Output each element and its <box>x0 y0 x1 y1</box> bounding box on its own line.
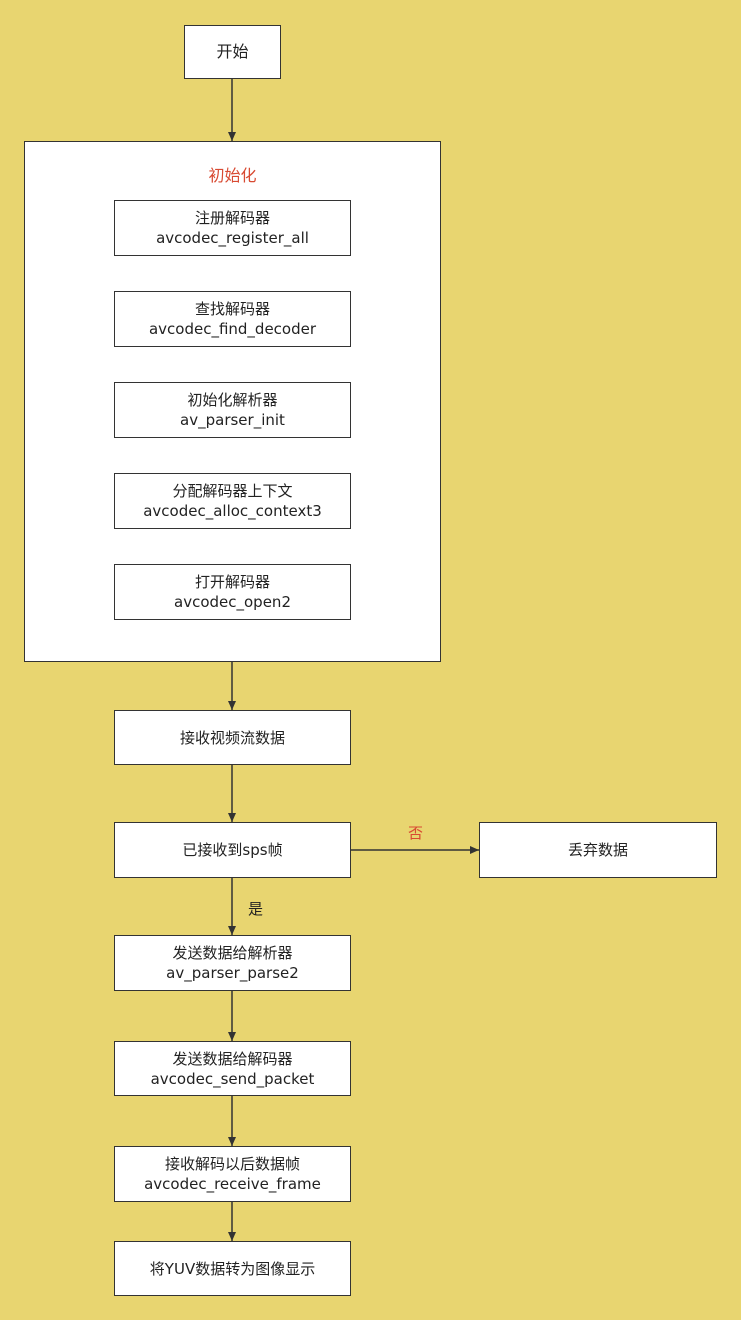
init-group-title: 初始化 <box>208 166 257 185</box>
step-title: 初始化解析器 <box>187 391 278 409</box>
step-send-to-decoder: 发送数据给解码器 avcodec_send_packet <box>114 1041 351 1096</box>
step-function: av_parser_parse2 <box>166 964 299 982</box>
step-find-decoder: 查找解码器 avcodec_find_decoder <box>114 291 351 347</box>
step-title: 查找解码器 <box>194 300 270 318</box>
receive-stream-node: 接收视频流数据 <box>114 710 351 765</box>
step-title: 打开解码器 <box>194 573 270 591</box>
step-register-decoder: 注册解码器 avcodec_register_all <box>114 200 351 256</box>
step-title: 分配解码器上下文 <box>172 482 293 500</box>
step-title: 注册解码器 <box>194 209 270 227</box>
step-title: 接收解码以后数据帧 <box>164 1155 300 1173</box>
step-function: avcodec_alloc_context3 <box>143 502 322 520</box>
start-label: 开始 <box>216 42 249 61</box>
step-function: avcodec_send_packet <box>150 1069 315 1088</box>
edge-label-yes: 是 <box>248 900 264 918</box>
step-alloc-context: 分配解码器上下文 avcodec_alloc_context3 <box>114 473 351 529</box>
step-open-decoder: 打开解码器 avcodec_open2 <box>114 564 351 620</box>
decision-sps-node: 已接收到sps帧 <box>114 822 351 878</box>
edge-label-no: 否 <box>408 824 424 842</box>
step-title: 发送数据给解析器 <box>172 944 293 962</box>
step-receive-frame: 接收解码以后数据帧 avcodec_receive_frame <box>114 1146 351 1202</box>
step-function: avcodec_open2 <box>174 593 291 611</box>
step-init-parser: 初始化解析器 av_parser_init <box>114 382 351 438</box>
discard-node: 丢弃数据 <box>479 822 717 878</box>
receive-stream-label: 接收视频流数据 <box>179 728 285 747</box>
final-label: 将YUV数据转为图像显示 <box>149 1259 316 1278</box>
step-function: av_parser_init <box>180 411 285 429</box>
step-function: avcodec_receive_frame <box>144 1175 321 1193</box>
step-title: 发送数据给解码器 <box>172 1049 293 1068</box>
step-function: avcodec_find_decoder <box>148 320 317 338</box>
final-node: 将YUV数据转为图像显示 <box>114 1241 351 1296</box>
step-send-to-parser: 发送数据给解析器 av_parser_parse2 <box>114 935 351 991</box>
discard-label: 丢弃数据 <box>567 841 628 859</box>
decision-label: 已接收到sps帧 <box>182 841 283 859</box>
step-function: avcodec_register_all <box>156 229 309 247</box>
start-node: 开始 <box>184 25 281 79</box>
